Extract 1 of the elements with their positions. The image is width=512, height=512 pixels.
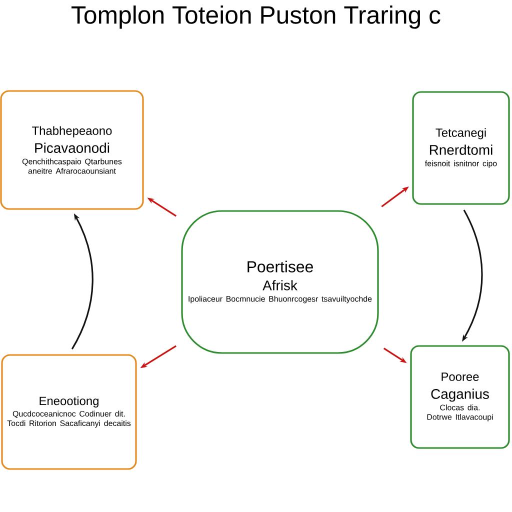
title: Tomplon Toteion Puston Traring c: [72, 6, 440, 29]
